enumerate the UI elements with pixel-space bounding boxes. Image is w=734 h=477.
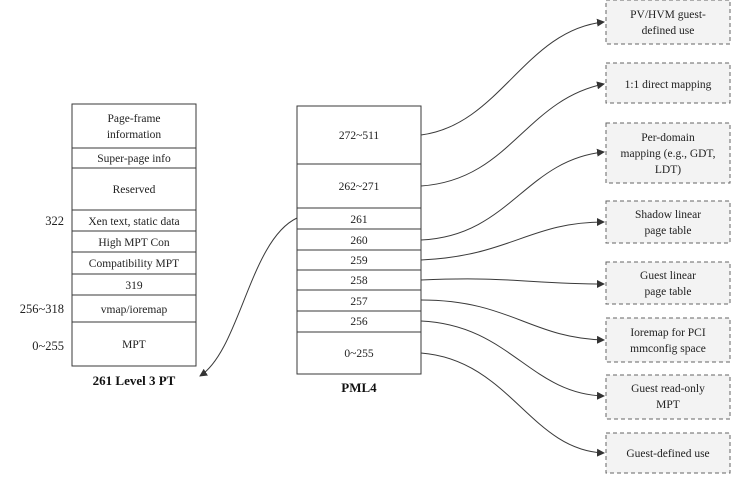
pml4-caption: PML4 [341,380,377,395]
usage-box-text: 1:1 direct mapping [625,79,712,91]
pml4-cell-text: 257 [350,296,368,308]
usage-box-text: Guest read-only [631,383,705,395]
pml4-cell-text: 256 [350,316,368,328]
l3-cell-vmap [71,294,197,323]
connector-260 [420,148,605,241]
pml4-cell-text: 272~511 [339,130,380,142]
usage-box-guest-defined [605,432,731,474]
usage-box-text: Shadow linear [635,209,701,221]
usage-box-guest-ro-mpt [605,374,731,420]
level3-table: Page-frame information Super-page info R… [20,103,197,388]
l3-index-label: 256~318 [20,302,64,316]
usage-box-per-domain [605,122,731,184]
pml4-table: 272~511 262~271 261 260 259 258 257 256 … [296,105,422,395]
pml4-cell-text: 259 [350,255,368,267]
usage-box-text: PV/HVM guest- [630,9,706,21]
usage-box-guest-linear [605,261,731,305]
usage-box-text: MPT [656,399,680,411]
connector-258 [420,278,605,288]
l3-cell-text: Super-page info [97,153,171,165]
l3-cell-reserved [71,167,197,211]
usage-box-pv-hvm [605,0,731,45]
pml4-cell-text: 258 [350,275,368,287]
connector-272-511 [420,18,605,136]
l3-cell-text: Reserved [113,184,156,196]
pml4-cell-text: 261 [350,214,368,226]
l3-cell-text: MPT [122,339,146,351]
l3-cell-mpt [71,321,197,367]
usage-box-text: Guest linear [640,270,696,282]
l3-cell-text: Xen text, static data [88,216,179,228]
usage-box-shadow-linear [605,200,731,244]
pml4-cell-text: 262~271 [339,181,380,193]
usage-box-text: defined use [642,25,695,37]
connector-256 [420,320,605,400]
usage-box-text: Guest-defined use [626,448,709,460]
usage-box-text: page table [645,225,692,237]
l3-cell-text: vmap/ioremap [101,304,168,316]
usage-box-text: Ioremap for PCI [630,327,706,339]
connector-259 [420,218,605,261]
l3-index-label: 322 [45,214,64,228]
pml4-cell-0-255 [296,331,422,375]
level3-caption: 261 Level 3 PT [93,373,176,388]
connector-0-255 [420,352,605,457]
l3-cell-page-frame-info [71,103,197,149]
l3-cell-text: 319 [125,280,143,292]
pml4-cell-272-511 [296,105,422,165]
l3-cell-text: information [107,129,162,141]
usage-box-text: mmconfig space [630,343,706,355]
connector-257 [420,299,605,344]
l3-index-label: 0~255 [32,339,64,353]
connector-262-271 [420,81,605,187]
usage-box-text: mapping (e.g., GDT, [621,148,716,160]
usage-boxes: PV/HVM guest- defined use 1:1 direct map… [605,0,731,474]
connectors [199,18,605,457]
pml4-cell-text: 260 [350,235,368,247]
usage-box-text: Per-domain [641,132,695,144]
l3-cell-text: Compatibility MPT [89,258,179,270]
pml4-cell-text: 0~255 [344,348,373,360]
l3-cell-text: High MPT Con [98,237,170,249]
usage-box-direct-mapping [605,62,731,104]
usage-box-text: LDT) [655,164,681,176]
usage-box-ioremap-pci [605,317,731,363]
connector-261-to-level3 [199,217,298,377]
usage-box-text: page table [645,286,692,298]
l3-cell-text: Page-frame [108,113,161,125]
